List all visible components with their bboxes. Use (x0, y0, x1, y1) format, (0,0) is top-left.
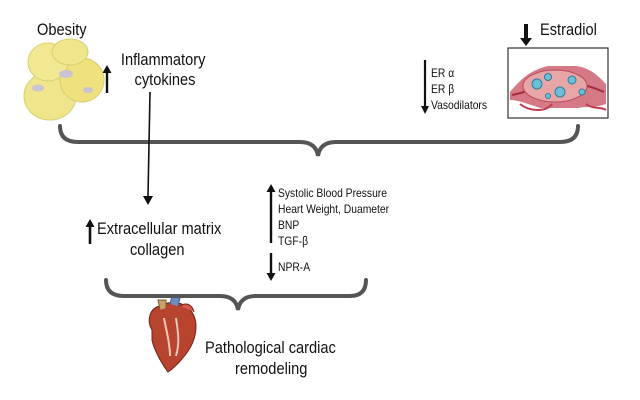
outcome-label-line2: remodeling (235, 359, 308, 378)
outcome-label-line1: Pathological cardiac (205, 338, 336, 357)
up-arrow-increased (266, 184, 276, 243)
ovary-icon (507, 47, 609, 119)
down-arrow-receptors (421, 60, 429, 114)
increased-item: Heart Weight, Duameter (278, 202, 390, 216)
ecm-label-line1: Extracellular matrix (97, 219, 222, 238)
bottom-brace (104, 278, 368, 311)
down-arrow-decreased (266, 253, 276, 281)
up-arrow-ecm (85, 219, 95, 244)
top-brace (58, 124, 580, 157)
obesity-label: Obesity (37, 20, 87, 39)
down-arrow (143, 91, 153, 205)
down-arrow-estradiol (520, 24, 532, 46)
inflammatory-label-line2: cytokines (134, 70, 196, 89)
adipocytes-icon (23, 38, 105, 121)
receptor-item: ER α (431, 66, 455, 80)
increased-item: BNP (278, 218, 300, 232)
decreased-item: NPR-A (278, 260, 311, 274)
inflammatory-label-line1: Inflammatory (120, 50, 206, 69)
receptor-item: Vasodilators (431, 98, 488, 112)
increased-item: TGF-β (278, 234, 309, 248)
up-arrow-inflammatory (102, 65, 112, 93)
increased-item: Systolic Blood Pressure (278, 186, 387, 200)
heart-icon (148, 295, 197, 373)
receptor-item: ER β (431, 82, 455, 96)
ecm-label-line2: collagen (130, 240, 185, 259)
estradiol-label: Estradiol (540, 20, 597, 39)
